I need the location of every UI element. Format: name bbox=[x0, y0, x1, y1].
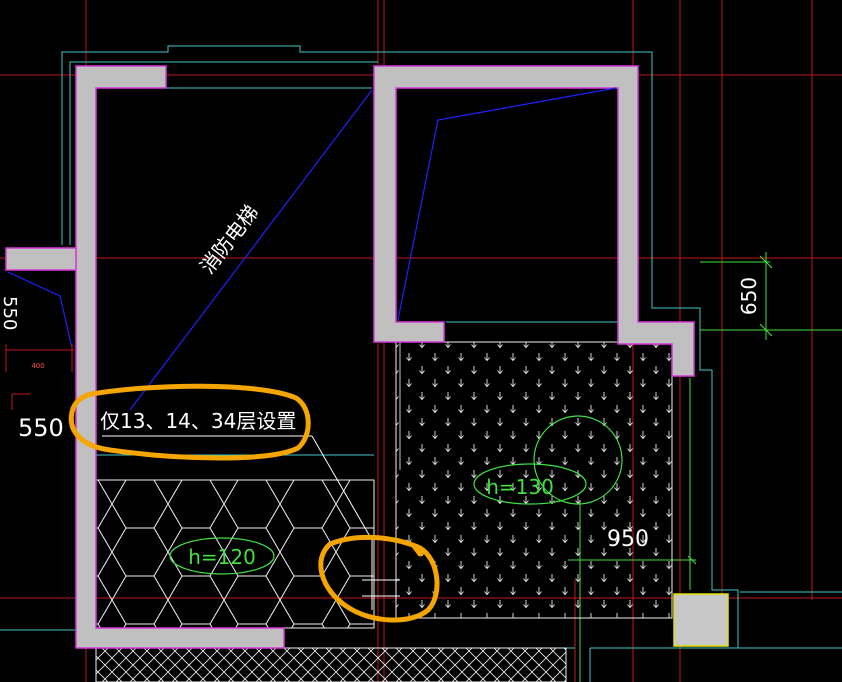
hex-hatch-area bbox=[95, 479, 375, 629]
markup-ellipse-vents bbox=[318, 534, 440, 623]
markup-ellipse-note bbox=[68, 383, 311, 461]
wall-left-stub bbox=[5, 247, 77, 271]
left-detail: 400 550 bbox=[0, 296, 74, 410]
elevation-tags: h=120 h=130 bbox=[169, 415, 623, 575]
note-text: 仅13、14、34层设置 bbox=[100, 409, 296, 433]
h-120-label: h=120 bbox=[188, 545, 256, 569]
dim-650: 650 bbox=[737, 277, 761, 315]
walls bbox=[5, 65, 695, 649]
wall-right-room bbox=[373, 65, 695, 377]
wall-left-room bbox=[75, 65, 285, 649]
dim-950: 950 bbox=[607, 527, 649, 552]
dim-left-partial: 550 bbox=[0, 296, 20, 330]
markup-annotations bbox=[68, 383, 440, 623]
elevator-diagonals bbox=[7, 87, 617, 411]
note-callout: 仅13、14、34层设置 bbox=[100, 409, 400, 610]
dim-550: 550 bbox=[18, 414, 64, 442]
drain-arrow-area bbox=[395, 341, 673, 619]
structural-column bbox=[673, 593, 729, 647]
cross-hatch-area bbox=[95, 647, 567, 682]
elevator-label: 消防电梯 bbox=[195, 200, 263, 278]
dim-400: 400 bbox=[31, 362, 44, 370]
floor-hatches bbox=[95, 341, 673, 682]
